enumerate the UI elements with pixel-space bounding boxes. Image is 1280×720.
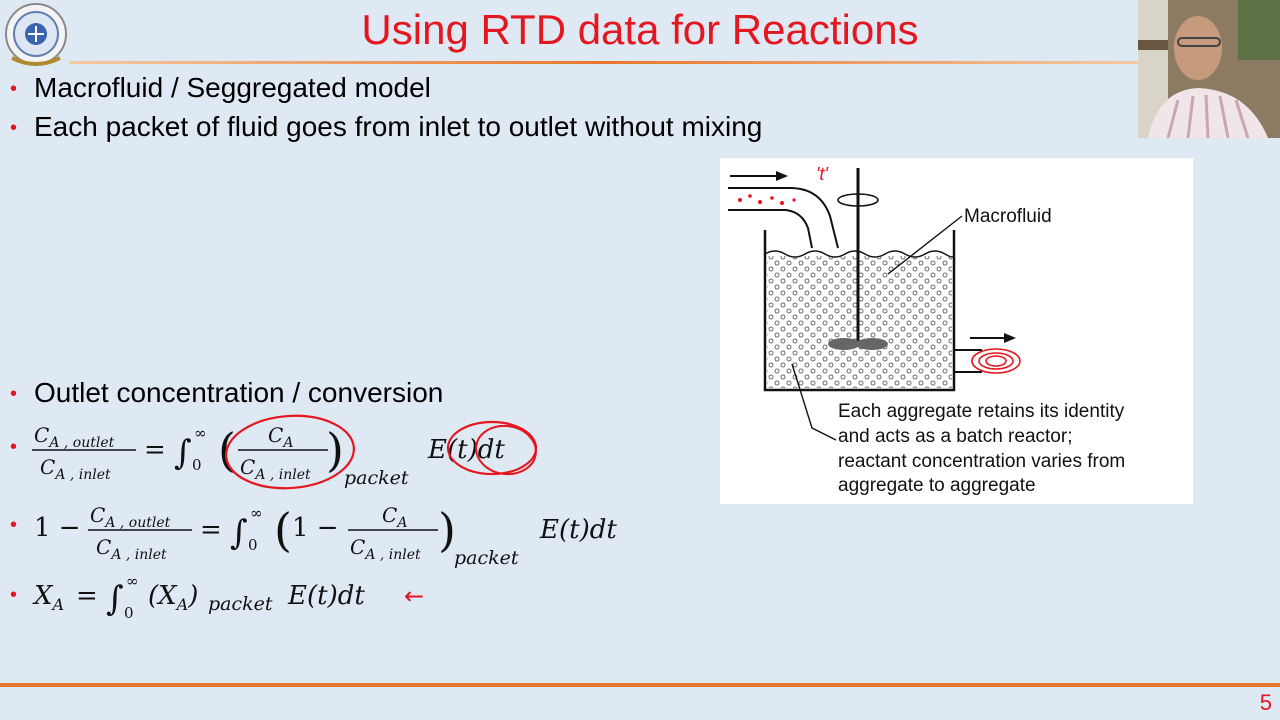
svg-text:E(t)dt: E(t)dt [427,435,505,465]
svg-text:CA , inlet: CA , inlet [40,455,111,483]
bullet-text-packet: Each packet of fluid goes from inlet to … [34,111,763,142]
equation-bullet: • [10,436,18,458]
annotation-arrow: ← [404,582,424,610]
svg-text:E(t)dt: E(t)dt [539,515,617,545]
macrofluid-label: Macrofluid [964,206,1052,227]
slide-number: 5 [1259,690,1272,715]
svg-text:∫: ∫ [174,433,192,473]
equation-conversion: XA = ∫ ∞ 0 (XA) packet E(t)dt ← [32,572,424,622]
svg-text:=: = [144,435,166,465]
svg-text:packet: packet [208,593,273,615]
svg-text:(: ( [274,503,292,557]
svg-text:∞: ∞ [126,572,139,590]
svg-text:CA , outlet: CA , outlet [34,423,115,451]
svg-text:packet: packet [454,547,519,569]
svg-text:=: = [200,515,222,545]
slide-title: Using RTD data for Reactions [361,6,919,53]
macrofluid-diagram [728,168,1021,441]
svg-text:0: 0 [192,456,202,474]
svg-text:CA , outlet: CA , outlet [90,503,171,531]
equation-bullet: • [10,514,18,536]
macrofluid-figure: 't' Macrofluid Each aggregate retains it… [720,158,1193,504]
time-label: 't' [816,164,828,184]
svg-text:CA: CA [268,423,293,451]
title-divider [70,61,1138,64]
equation-macrofluid-complement: 1 − CA , outlet CA , inlet = ∫ ∞ 0 ( 1 −… [34,503,617,569]
svg-text:CA , inlet: CA , inlet [96,535,167,563]
svg-text:CA: CA [382,503,407,531]
svg-text:(XA): (XA) [148,581,198,614]
svg-text:CA , inlet: CA , inlet [350,535,421,563]
svg-text:∞: ∞ [250,504,263,522]
svg-text:): ) [438,503,456,557]
institute-logo [5,3,67,66]
svg-text:∫: ∫ [106,579,124,619]
caption-line: reactant concentration varies from [838,451,1126,472]
caption-line: Each aggregate retains its identity [838,401,1125,422]
footer-divider [0,683,1280,687]
equation-bullet: • [10,584,18,606]
bullet-text-outlet: Outlet concentration / conversion [34,377,444,408]
svg-text:∞: ∞ [194,424,207,442]
svg-text:1 −: 1 − [34,513,81,543]
svg-text:1 −: 1 − [292,513,339,543]
caption-line: aggregate to aggregate [838,475,1036,496]
svg-text:∫: ∫ [230,513,248,553]
svg-text:0: 0 [248,536,258,554]
caption-line: and acts as a batch reactor; [838,426,1073,447]
svg-text:E(t)dt: E(t)dt [287,581,365,611]
bullet-text-macrofluid: Macrofluid / Seggregated model [34,72,431,103]
svg-text:packet: packet [344,467,409,489]
svg-text:=: = [76,581,98,611]
equation-macrofluid-ratio: CA , outlet CA , inlet = ∫ ∞ 0 ( CA CA ,… [32,414,538,490]
svg-text:CA , inlet: CA , inlet [240,455,311,483]
svg-text:XA: XA [32,581,64,614]
svg-text:0: 0 [124,604,134,622]
presenter-webcam [1138,0,1280,138]
svg-text:): ) [326,423,344,477]
